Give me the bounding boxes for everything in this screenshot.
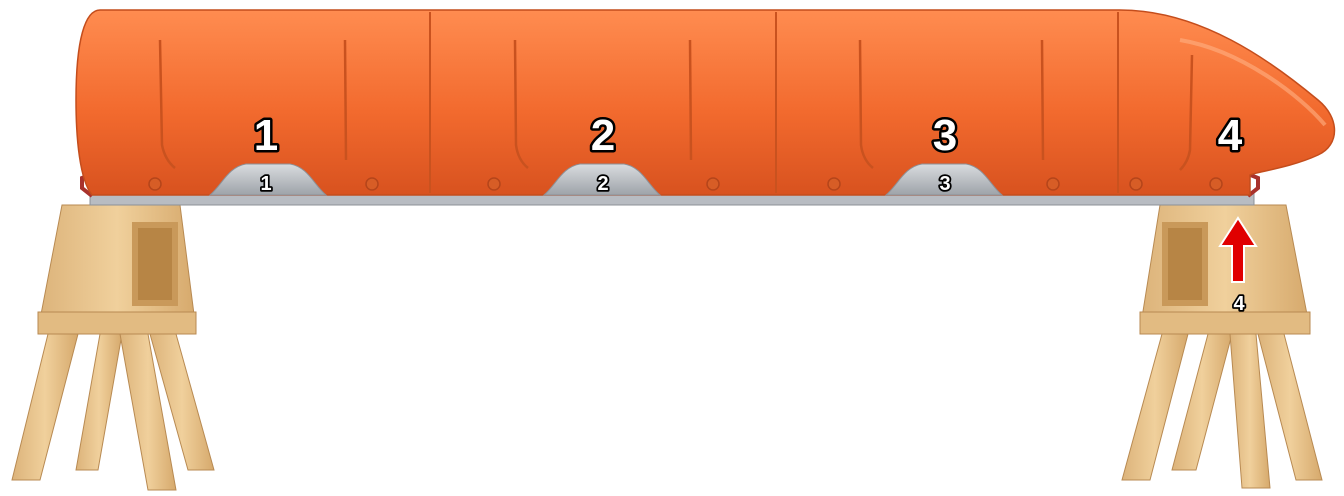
sub-label-2: 2: [597, 173, 608, 195]
bogie-shoe-2: [542, 163, 662, 196]
segment-label-1: 1: [254, 111, 278, 160]
bogie-shoe-3: [884, 163, 1004, 196]
sub-label-4: 4: [1233, 293, 1245, 315]
segment-label-4: 4: [1218, 111, 1243, 160]
sub-label-3: 3: [939, 173, 950, 195]
left-sawhorse: [11, 204, 215, 491]
segment-label-3: 3: [933, 111, 957, 160]
right-sawhorse: [1121, 204, 1323, 489]
bogie-shoe-1: [208, 163, 328, 196]
sub-label-1: 1: [260, 173, 271, 195]
right-bracket: [1246, 172, 1260, 198]
segment-label-2: 2: [591, 111, 615, 160]
up-arrow-icon: [1218, 216, 1258, 283]
train-body: [75, 9, 1336, 196]
